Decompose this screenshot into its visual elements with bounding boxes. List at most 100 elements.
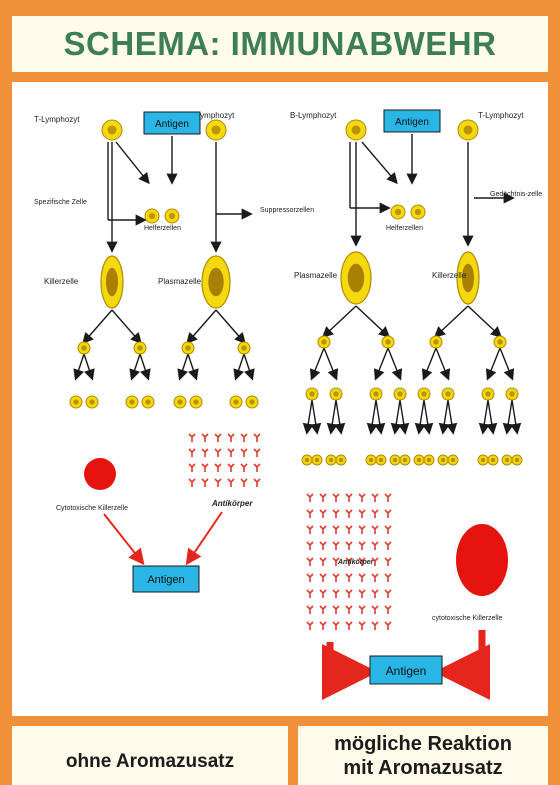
tree-right-0-1-1 [387,347,403,381]
leaf-left-0-0-0-nucleus [73,399,79,405]
antibody-right-8-6 [384,621,392,630]
antibody-right-6-5 [371,589,379,598]
mid-right-1-0-0-nucleus [421,391,427,397]
plasma-cell-right-nucleus [347,263,365,293]
b-lymphocyte-left-nucleus [211,125,221,135]
antigen-label-top-left: Antigen [155,119,189,130]
antibody-right-0-1 [319,493,327,502]
tree-right-1-1-0 [485,347,501,381]
leaf-right-0-0-0-1-nucleus [314,457,320,463]
antigen-box-top-left [143,111,201,135]
plasma-cell-left-nucleus [208,267,224,297]
tree-right-0-1-1-0 [390,399,402,435]
tree-left-1-0 [186,309,217,345]
clone-left-0-0-nucleus [81,345,87,351]
tree-right-1-0-1-0 [438,399,450,435]
label-plasma-cell-right: Plasmazelle [294,271,338,280]
leaf-left-1-1-0-nucleus [233,399,239,405]
tree-left-0-1-0 [129,353,141,381]
diagram-arrows [73,134,522,566]
antibody-right-7-4 [358,605,366,614]
leaf-right-0-1-0-0-nucleus [368,457,374,463]
tree-right-0-0-1-1 [334,399,346,435]
antibody-right-2-2 [332,525,340,534]
footer-right-line2: mit Aromazusatz [343,756,503,779]
antigen-box-top-right [383,109,441,133]
tree-left-1-1-0 [233,353,245,381]
helper-cell-right-1-nucleus [394,208,402,216]
tree-right-0-0-1-0 [326,399,338,435]
diagram-labels: T-Lymphozyt B-Lymphozyt Spezifische Zell… [34,111,542,622]
antibody-right-6-6 [384,589,392,598]
antibody-right-7-6 [384,605,392,614]
antibody-right-4-4 [358,557,366,566]
antibody-left-2-1 [201,463,209,472]
antibody-left-0-4 [240,433,248,442]
tree-right-0-0 [321,305,357,338]
antibody-right-8-5 [371,621,379,630]
mid-right-1-0-1-nucleus [445,391,451,397]
clone-right-0-0-nucleus [321,339,327,345]
arrow-b-to-helper-right [361,141,398,185]
antibody-left-3-3 [227,478,235,487]
antibody-right-6-3 [345,589,353,598]
antibody-left-1-3 [227,448,235,457]
tree-left-1-1-1 [243,353,255,381]
tree-left-0-0-0 [73,353,85,381]
antibody-left-0-0 [188,433,196,442]
leaf-left-1-1-1-nucleus [249,399,255,405]
antibody-left-1-5 [253,448,261,457]
antibody-right-3-2 [332,541,340,550]
tree-right-1-1-1-0 [502,399,514,435]
tree-right-1-1-1 [499,347,515,381]
leaf-right-1-0-1-0-nucleus [440,457,446,463]
tree-right-1-0-0-1 [422,399,434,435]
antibody-right-3-4 [358,541,366,550]
leaf-right-1-0-0-1-nucleus [426,457,432,463]
antibody-left-2-4 [240,463,248,472]
antibody-right-3-0 [306,541,314,550]
tree-right-1-1-0-0 [478,399,490,435]
tree-left-1-0-0 [177,353,189,381]
antibody-right-7-3 [345,605,353,614]
tree-right-0-0-0 [309,347,325,381]
killer-blob-left [84,458,116,490]
antibody-right-2-6 [384,525,392,534]
antibody-right-4-3 [345,557,353,566]
clone-right-1-0-nucleus [433,339,439,345]
label-suppressor: Suppressorzellen [260,207,314,214]
tree-left-0-1 [111,309,142,345]
label-cytotoxic-cell-left: Cytotoxische Killerzelle [56,505,128,512]
clone-right-1-1-nucleus [497,339,503,345]
antibody-right-1-5 [371,509,379,518]
clone-left-1-1-nucleus [241,345,247,351]
antibody-right-0-3 [345,493,353,502]
leaf-right-1-0-1-1-nucleus [450,457,456,463]
title-banner: SCHEMA: IMMUNABWEHR [12,16,548,72]
t-lymphocyte-right-nucleus [463,125,473,135]
footer-label-with-aroma: mögliche Reaktion mit Aromazusatz [298,726,548,785]
leaf-left-1-0-0-nucleus [177,399,183,405]
antigen-label-bottom-left: Antigen [147,574,184,586]
diagram-panel: T-Lymphozyt B-Lymphozyt Spezifische Zell… [12,82,548,716]
antibody-right-5-3 [345,573,353,582]
label-memory-cells: Gedächtnis-zelle [490,191,542,198]
antibody-left-3-4 [240,478,248,487]
tree-right-1-0-1 [435,347,451,381]
immune-diagram: T-Lymphozyt B-Lymphozyt Spezifische Zell… [34,109,542,700]
antibody-right-2-4 [358,525,366,534]
antibody-left-3-0 [188,478,196,487]
clone-right-0-1-nucleus [385,339,391,345]
antibody-right-1-2 [332,509,340,518]
antibody-left-1-1 [201,448,209,457]
antibody-left-1-2 [214,448,222,457]
antigen-box-bottom-left [132,565,200,593]
antibody-right-7-1 [319,605,327,614]
clone-left-1-0-nucleus [185,345,191,351]
antibody-left-2-5 [253,463,261,472]
tree-right-0-1-0-1 [374,399,386,435]
reaction-arrow-left-2 [185,511,223,566]
antibody-right-8-4 [358,621,366,630]
antibody-right-1-3 [345,509,353,518]
label-killer-cell-left: Killerzelle [44,277,79,286]
